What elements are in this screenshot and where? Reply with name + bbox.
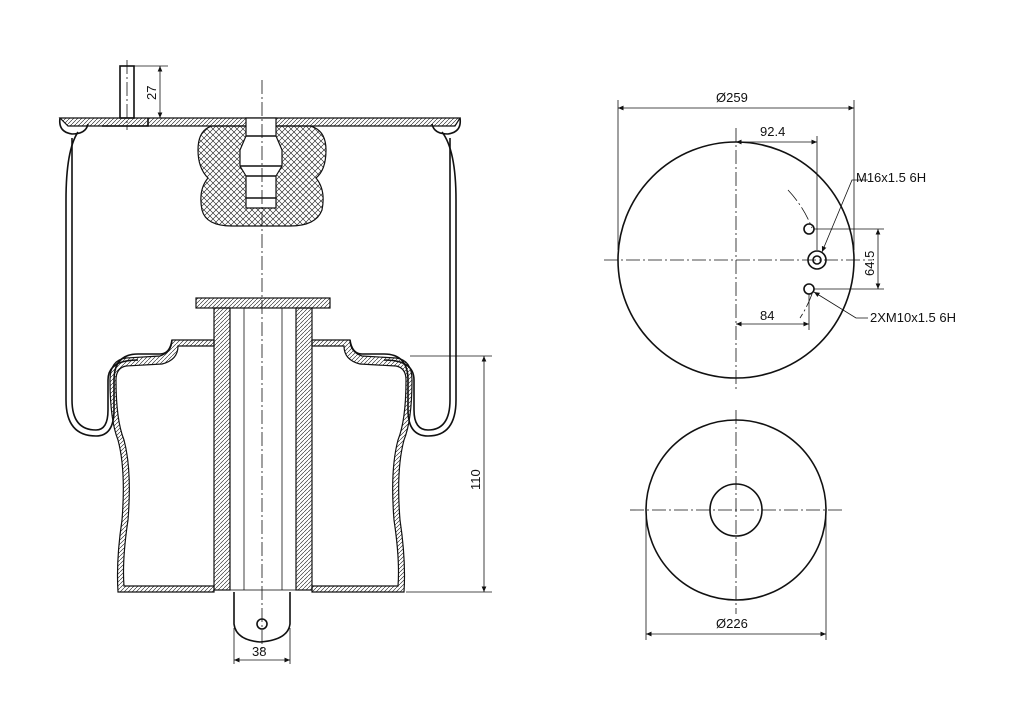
left-crimp xyxy=(58,117,89,135)
top-view: Ø259 92.4 64.5 84 M16x1.5 6H 2XM10x1.5 6… xyxy=(604,90,956,392)
dim-top-diameter: Ø259 xyxy=(716,90,748,105)
right-crimp xyxy=(431,117,462,135)
piston-flange xyxy=(195,297,331,309)
center-thread-hole xyxy=(807,250,827,270)
dim-mount-width: 38 xyxy=(252,644,266,659)
lower-thread-hole xyxy=(803,283,815,295)
dim-thread-spacing: 64.5 xyxy=(862,251,877,276)
dim-stud-height: 27 xyxy=(144,86,159,100)
bottom-mount xyxy=(233,592,291,643)
dim-bolt-offset: 84 xyxy=(760,308,774,323)
piston-body xyxy=(109,339,215,593)
bumper-core xyxy=(239,117,283,209)
callout-side-threads: 2XM10x1.5 6H xyxy=(870,310,956,325)
callout-center-thread: M16x1.5 6H xyxy=(856,170,926,185)
bottom-view: Ø226 xyxy=(630,410,842,640)
dim-bottom-diameter: Ø226 xyxy=(716,616,748,631)
upper-thread-hole xyxy=(803,223,815,235)
side-view: 27 110 38 xyxy=(58,60,492,664)
bellows-wall xyxy=(65,131,173,437)
dim-offset-x: 92.4 xyxy=(760,124,785,139)
piston-tube-outer xyxy=(213,307,231,591)
dim-bellows-height: 110 xyxy=(468,469,483,490)
